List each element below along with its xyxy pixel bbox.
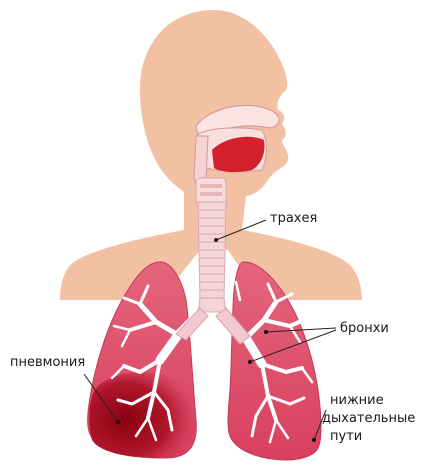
label-trachea: трахея (270, 210, 317, 227)
label-lower-airways-line2: дыхательные (322, 410, 415, 427)
label-lower-airways-line3: пути (330, 428, 362, 445)
label-bronchi: бронхи (340, 320, 389, 337)
larynx (196, 178, 226, 204)
pneumonia-region (89, 372, 193, 458)
label-pneumonia: пневмония (10, 354, 85, 371)
trachea (198, 202, 226, 312)
label-lower-airways-line1: нижние (330, 392, 384, 409)
